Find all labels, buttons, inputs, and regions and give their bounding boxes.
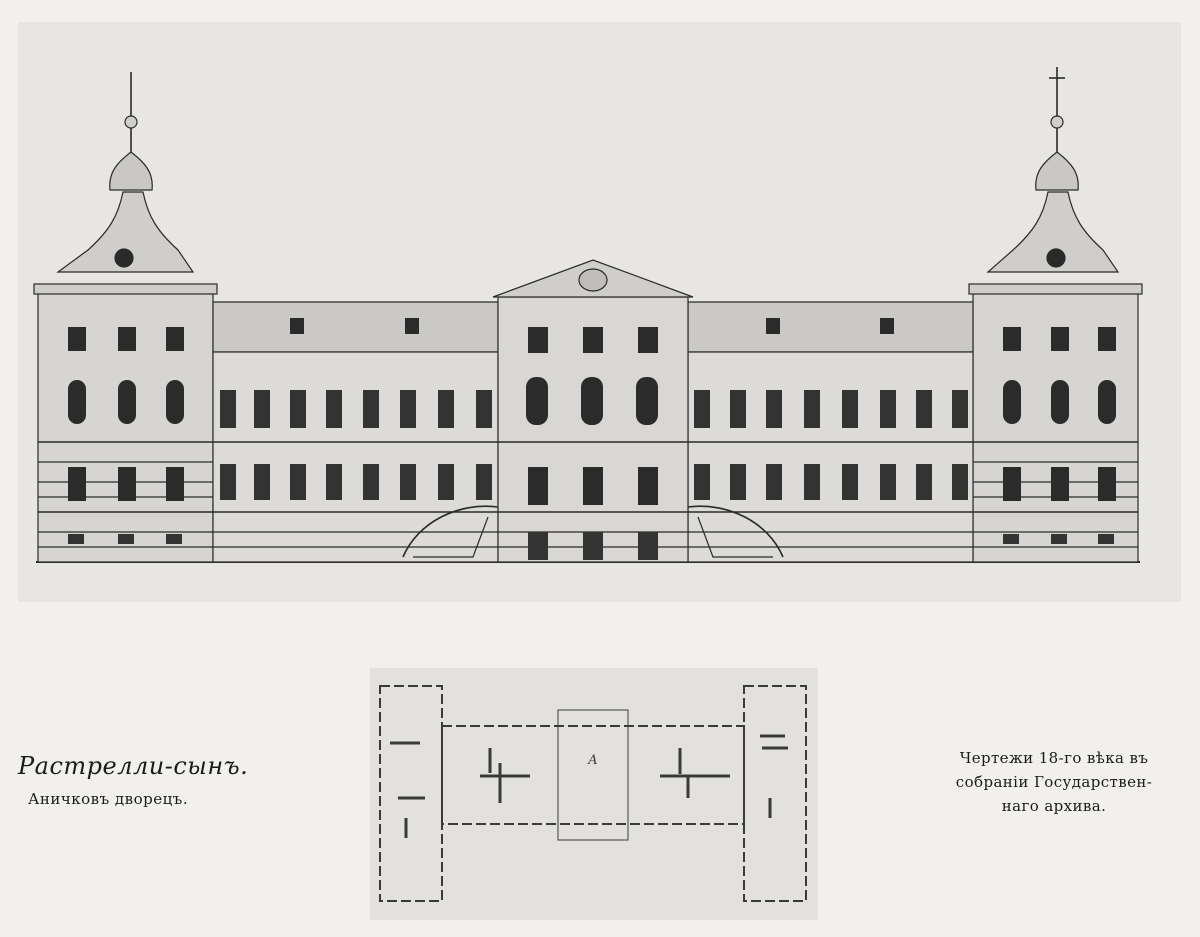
plan-room-label: А	[587, 753, 598, 768]
source-line-1: Чертежи 18-го вѣка въ	[959, 749, 1149, 767]
facade-drawing	[33, 67, 1143, 563]
source-line-3: наго архива.	[1001, 797, 1107, 815]
architect-name: Растрелли-сынъ.	[18, 752, 249, 780]
floor-plan-drawing: А	[379, 685, 807, 902]
building-name: Аничковъ дворецъ.	[28, 790, 189, 808]
caption-right: Чертежи 18-го вѣка въ собраніи Государст…	[920, 746, 1188, 818]
elevation-plate	[18, 22, 1181, 602]
source-line-2: собраніи Государствен-	[955, 773, 1153, 791]
plan-plate: А	[370, 668, 818, 920]
caption-left: Растрелли-сынъ. Аничковъ дворецъ.	[18, 752, 258, 808]
